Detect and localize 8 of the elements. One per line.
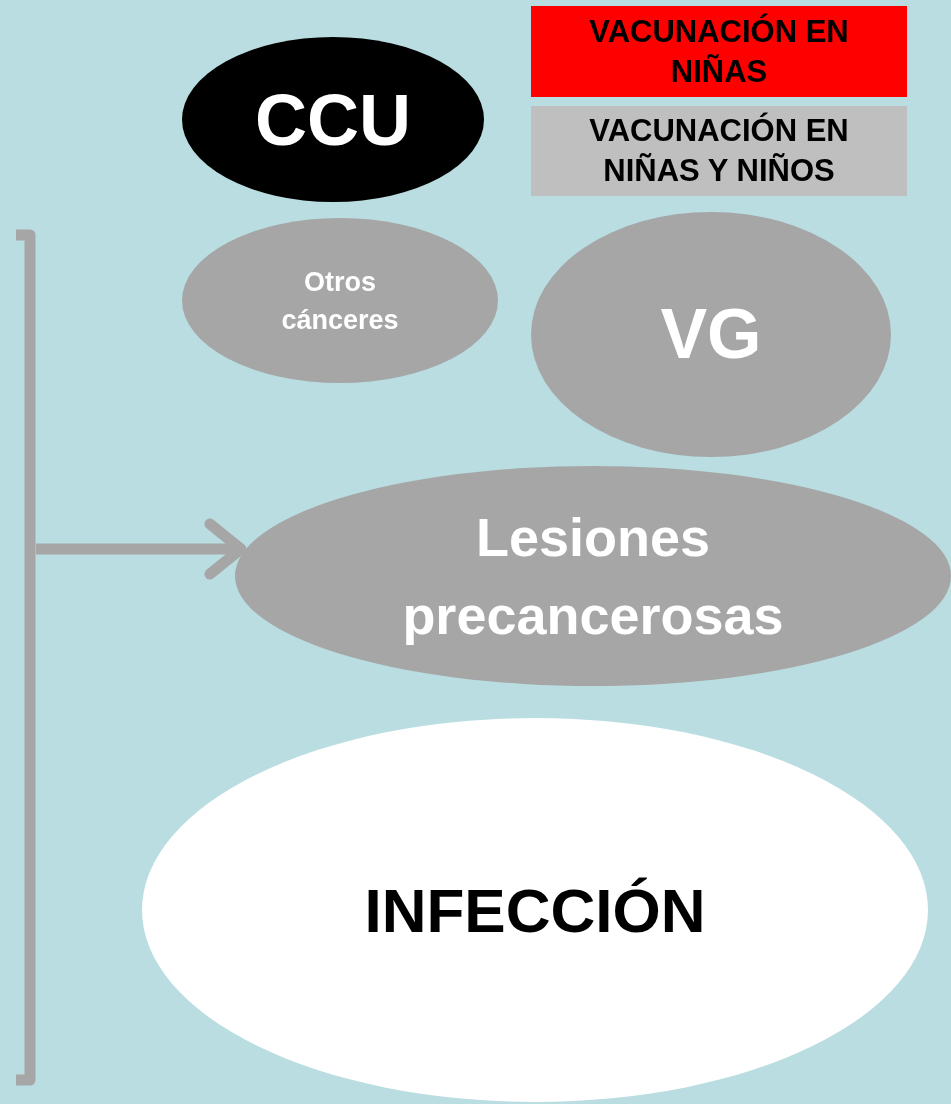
node-label: INFECCIÓN (364, 874, 706, 947)
arrow (36, 518, 247, 580)
node-label: Otros cánceres (280, 265, 400, 337)
legend-label: VACUNACIÓN EN NIÑAS (588, 12, 850, 91)
legend-label: VACUNACIÓN EN NIÑAS Y NIÑOS (588, 111, 850, 190)
node-label: VG (660, 294, 762, 375)
node-label: CCU (255, 78, 411, 162)
node-label: Lesiones precancerosas (401, 506, 785, 647)
